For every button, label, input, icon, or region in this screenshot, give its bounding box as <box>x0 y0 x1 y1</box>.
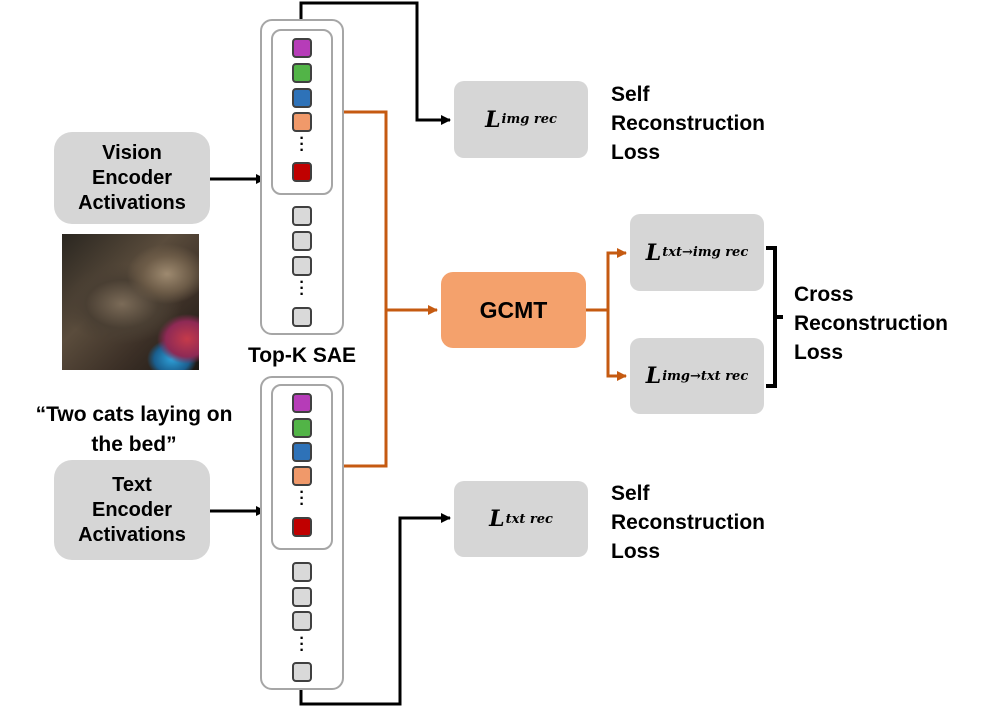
text-unit-green <box>292 418 312 438</box>
topk-sae-label: Top-K SAE <box>247 344 357 367</box>
self-rec-bottom-line-1: Self <box>611 482 650 505</box>
self-rec-bottom-line-2: Reconstruction <box>611 511 766 534</box>
text-unit-inactive <box>292 587 312 607</box>
cross-rec-label: Cross Reconstruction Loss <box>794 280 948 367</box>
vision-encoder-box: Vision Encoder Activations <box>54 132 210 224</box>
caption-line-1: “Two cats laying on <box>35 403 233 426</box>
txt-self-rec-arrow <box>299 513 451 706</box>
image-inactive-ellipsis: ··· <box>299 274 305 303</box>
self-rec-top-line-3: Loss <box>611 141 661 164</box>
text-unit-purple <box>292 393 312 413</box>
img-units-to-gcmt <box>336 110 388 310</box>
self-rec-label-top: Self Reconstruction Loss <box>611 80 765 167</box>
image-unit-blue <box>292 88 312 108</box>
txt-rec-symbol: L <box>489 506 505 532</box>
txt-rec-subscript: txt rec <box>505 511 553 527</box>
txt-units-to-gcmt <box>336 310 388 468</box>
text-encoder-line-3: Activations <box>78 523 186 546</box>
text-encoder-line-1: Text <box>112 473 152 496</box>
vision-encoder-line-2: Encoder <box>91 166 173 189</box>
text-unit-inactive <box>292 662 312 682</box>
image-unit-inactive <box>292 231 312 251</box>
text-unit-red <box>292 517 312 537</box>
text-unit-inactive <box>292 611 312 631</box>
cat-photo <box>62 234 199 370</box>
cross-loss-bracket <box>766 246 783 388</box>
gcmt-to-txt-img-arrow <box>606 248 627 310</box>
caption-line-2: the bed” <box>91 433 177 456</box>
img-txt-symbol: L <box>645 363 662 389</box>
gcmt-box: GCMT <box>441 272 586 348</box>
text-active-ellipsis: ··· <box>299 484 305 513</box>
img-rec-symbol: L <box>485 106 501 133</box>
cross-rec-line-3: Loss <box>794 341 844 364</box>
caption-quote: “Two cats laying on the bed” <box>14 400 254 460</box>
img-txt-subscript: img→txt rec <box>662 368 749 384</box>
txt-img-subscript: txt→img rec <box>662 245 749 260</box>
self-rec-bottom-line-3: Loss <box>611 540 661 563</box>
image-unit-purple <box>292 38 312 58</box>
gcmt-to-img-txt-arrow <box>606 310 627 381</box>
vision-encoder-line-1: Vision <box>102 141 162 164</box>
img-rec-subscript: img rec <box>501 112 557 127</box>
image-unit-inactive <box>292 206 312 226</box>
self-rec-label-bottom: Self Reconstruction Loss <box>611 479 765 566</box>
text-encoder-box: Text Encoder Activations <box>54 460 210 560</box>
image-active-ellipsis: ··· <box>299 130 305 159</box>
image-unit-green <box>292 63 312 83</box>
self-rec-top-line-2: Reconstruction <box>611 112 766 135</box>
text-unit-orange <box>292 466 312 486</box>
vision-encoder-line-3: Activations <box>78 191 186 214</box>
text-unit-inactive <box>292 562 312 582</box>
cross-rec-line-1: Cross <box>794 283 854 306</box>
img-self-rec-arrow <box>299 1 451 125</box>
text-inactive-ellipsis: ··· <box>299 630 305 659</box>
cross-rec-line-2: Reconstruction <box>794 312 949 335</box>
image-unit-red <box>292 162 312 182</box>
text-unit-blue <box>292 442 312 462</box>
self-rec-top-line-1: Self <box>611 83 650 106</box>
txt-img-symbol: L <box>645 239 662 266</box>
image-unit-inactive <box>292 256 312 276</box>
image-unit-orange <box>292 112 312 132</box>
text-encoder-line-2: Encoder <box>91 498 173 521</box>
image-unit-inactive <box>292 307 312 327</box>
